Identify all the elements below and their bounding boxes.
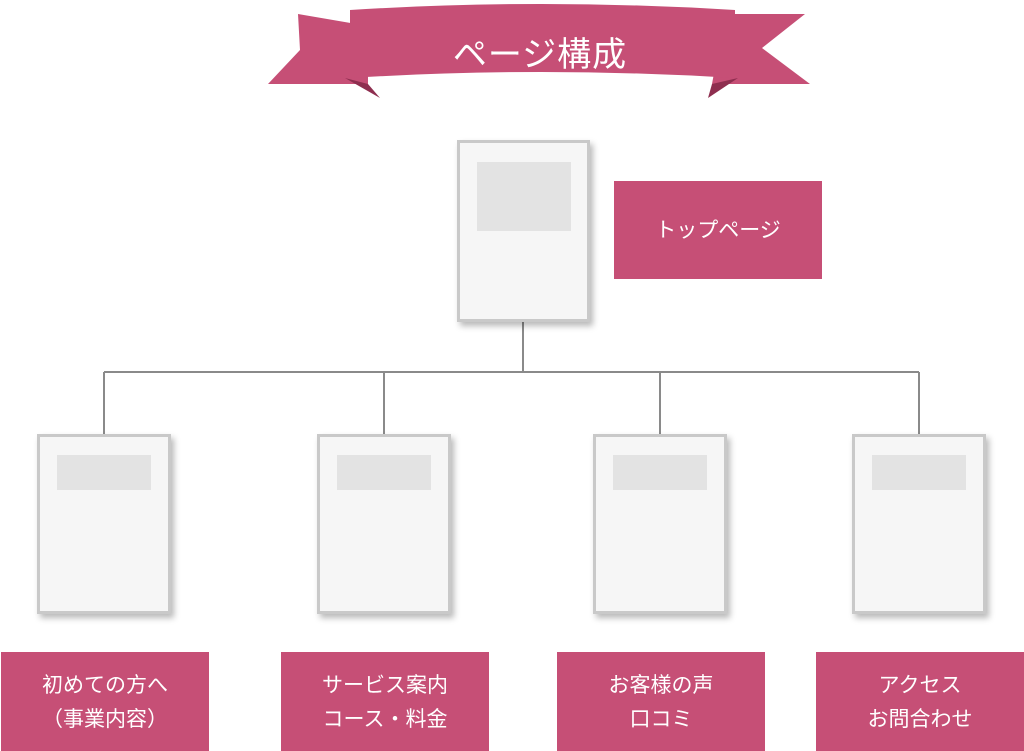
top-page-label-text: トップページ bbox=[655, 218, 781, 242]
page-title: ページ構成 bbox=[452, 35, 628, 75]
child-page-label-4-line-1: アクセス bbox=[878, 672, 962, 697]
child-page-3-image-placeholder bbox=[613, 455, 707, 490]
child-page-1-image-placeholder bbox=[57, 455, 151, 490]
child-page-card-3 bbox=[593, 434, 727, 614]
child-page-label-2-line-2: コース・料金 bbox=[322, 706, 448, 731]
ribbon-left-tail bbox=[268, 14, 368, 84]
child-page-label-1-line-2: （事業内容） bbox=[42, 706, 168, 731]
ribbon-left-fold bbox=[345, 78, 380, 98]
top-page-image-placeholder bbox=[477, 162, 571, 231]
top-page-label: トップページ bbox=[614, 181, 822, 279]
ribbon-band bbox=[350, 4, 735, 78]
child-page-label-2: サービス案内 コース・料金 bbox=[281, 652, 489, 751]
title-ribbon bbox=[268, 4, 810, 98]
child-page-card-1 bbox=[37, 434, 171, 614]
ribbon-right-fold bbox=[708, 78, 738, 98]
child-page-card-2 bbox=[317, 434, 451, 614]
child-page-label-3-line-1: お客様の声 bbox=[608, 672, 714, 697]
child-page-label-3-line-2: 口コミ bbox=[629, 706, 693, 731]
child-page-2-image-placeholder bbox=[337, 455, 431, 490]
child-page-4-image-placeholder bbox=[872, 455, 966, 490]
child-page-label-3: お客様の声 口コミ bbox=[557, 652, 765, 751]
child-page-label-4-line-2: お問合わせ bbox=[867, 706, 973, 731]
child-page-label-1-line-1: 初めての方へ bbox=[42, 672, 168, 697]
ribbon-right-tail bbox=[712, 14, 810, 84]
child-page-card-4 bbox=[852, 434, 986, 614]
child-page-label-4: アクセス お問合わせ bbox=[816, 652, 1024, 751]
child-page-label-1: 初めての方へ （事業内容） bbox=[1, 652, 209, 751]
child-page-label-2-line-1: サービス案内 bbox=[322, 672, 448, 697]
top-page-card bbox=[457, 140, 590, 322]
